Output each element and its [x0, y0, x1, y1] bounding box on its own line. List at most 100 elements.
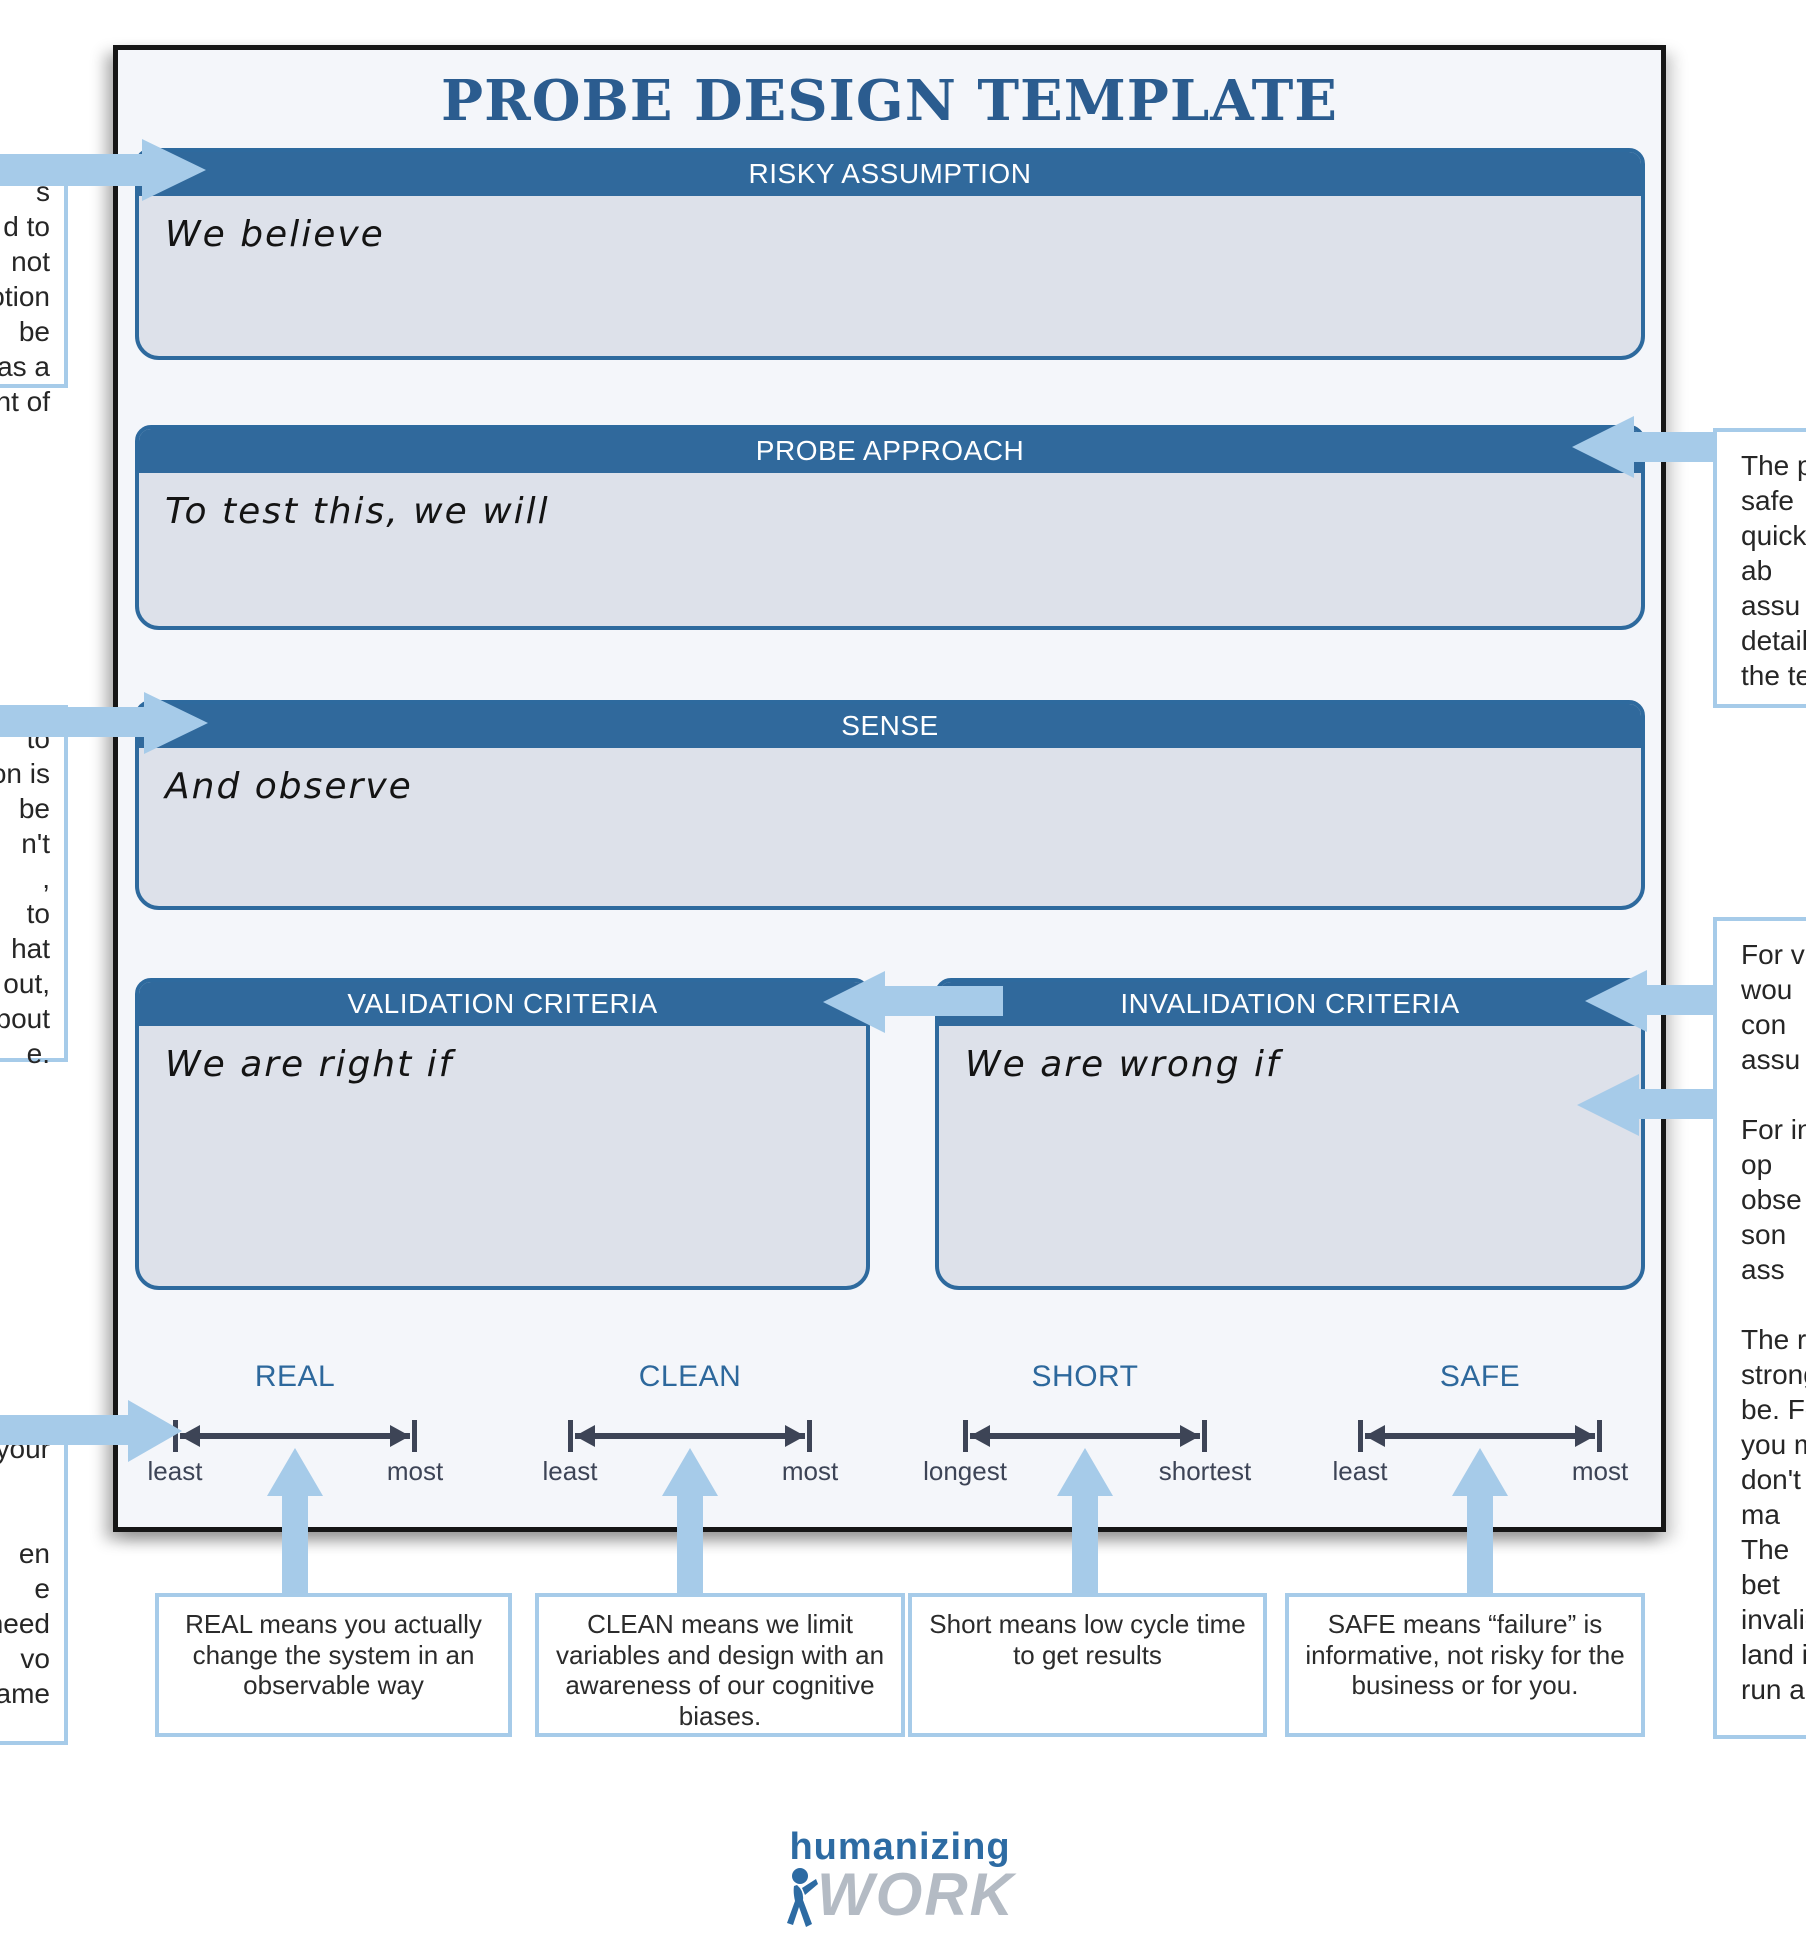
callout-line: you m — [1741, 1429, 1806, 1460]
section-header: INVALIDATION CRITERIA — [939, 982, 1641, 1026]
right-arrowhead-icon — [1575, 1425, 1595, 1447]
scale-short: SHORT longest shortest — [923, 1360, 1251, 1486]
section-invalidation-criteria: INVALIDATION CRITERIA We are wrong if — [935, 978, 1645, 1290]
section-body[interactable]: We are wrong if — [939, 1026, 1641, 1085]
callout-line: be — [18, 316, 50, 347]
section-header: PROBE APPROACH — [139, 429, 1641, 473]
scale-max-label: most — [386, 1456, 444, 1486]
arrow-to-probe-approach — [1634, 432, 1716, 462]
arrow-to-real-scale — [0, 1415, 128, 1445]
section-sense: SENSE And observe — [135, 700, 1645, 910]
callout-line: safe — [1741, 485, 1794, 516]
scale-label: REAL — [254, 1360, 336, 1393]
callout-line — [1741, 1077, 1806, 1112]
section-body[interactable]: To test this, we will — [139, 473, 1641, 532]
right-arrowhead-icon — [1180, 1425, 1200, 1447]
scale-left-tick — [963, 1420, 968, 1452]
section-header: VALIDATION CRITERIA — [139, 982, 866, 1026]
callout-line: out, — [3, 968, 50, 999]
callout-line: d to — [3, 211, 50, 242]
section-probe-approach: PROBE APPROACH To test this, we will — [135, 425, 1645, 630]
scale-left-tick — [1358, 1420, 1363, 1452]
arrow-to-validation — [885, 986, 1003, 1016]
section-body[interactable]: And observe — [139, 748, 1641, 807]
scale-label: CLEAN — [638, 1360, 742, 1393]
section-header: RISKY ASSUMPTION — [139, 152, 1641, 196]
scale-clean: CLEAN least most — [530, 1360, 850, 1486]
scale-min-label: least — [542, 1456, 598, 1486]
callout-line: , — [42, 863, 50, 894]
arrow-to-invalidation-header — [1647, 985, 1717, 1015]
humanizing-work-logo: humanizing WORK — [755, 1826, 1045, 1929]
callout-line: con — [1741, 1009, 1787, 1040]
scale-max-label: most — [1571, 1456, 1629, 1486]
left-arrowhead-icon — [575, 1425, 595, 1447]
up-arrow-real-icon — [267, 1448, 323, 1593]
scale-line[interactable] — [970, 1433, 1200, 1439]
callout-line: For va — [1741, 939, 1806, 970]
section-body[interactable]: We are right if — [139, 1026, 866, 1085]
scale-right-tick — [807, 1420, 812, 1452]
callout-top-left: sd tonototionbeas ant of — [0, 158, 68, 417]
callout-bottom-left: your eneneedvoame — [0, 1415, 68, 1745]
section-validation-criteria: VALIDATION CRITERIA We are right if — [135, 978, 870, 1290]
scale-label: SAFE — [1439, 1360, 1521, 1393]
callout-line: ame — [0, 1678, 50, 1709]
scale-line[interactable] — [180, 1433, 410, 1439]
up-arrow-safe-icon — [1452, 1448, 1508, 1593]
callout-line: on is — [0, 758, 50, 789]
callout-line: n't — [21, 828, 50, 859]
callout-line: bet — [1741, 1569, 1780, 1600]
callout-line: not — [11, 246, 50, 277]
callout-line: en — [18, 1538, 50, 1569]
callout-line: wou — [1741, 974, 1793, 1005]
scale-right-tick — [1202, 1420, 1207, 1452]
left-arrowhead-icon — [970, 1425, 990, 1447]
callout-line: For in — [1741, 1114, 1806, 1145]
scale-right-tick — [1597, 1420, 1602, 1452]
arrow-to-invalidation-header-head-icon — [1585, 970, 1647, 1032]
callout-line: detail — [1741, 625, 1806, 656]
note-short: Short means low cycle time to get result… — [908, 1593, 1267, 1737]
scale-line[interactable] — [1365, 1433, 1595, 1439]
scale-min-label: least — [1332, 1456, 1388, 1486]
section-body[interactable]: We believe — [139, 196, 1641, 255]
callout-line: otion — [0, 281, 50, 312]
callout-line: ma — [1741, 1499, 1780, 1530]
callout-line: be. Fo — [1741, 1394, 1806, 1425]
arrow-to-invalidation-body — [1639, 1089, 1717, 1119]
arrow-to-validation-head-icon — [823, 971, 885, 1033]
arrow-to-probe-approach-head-icon — [1572, 416, 1634, 478]
callout-line — [1741, 1287, 1806, 1322]
callout-line: don't — [1741, 1464, 1801, 1495]
callout-line: The — [1741, 1534, 1790, 1565]
handwritten-prompt: We believe — [165, 214, 385, 255]
callout-top-right: The psafequicklyabassudetailthe te — [1713, 428, 1806, 708]
callout-line: e — [34, 1573, 50, 1604]
section-header: SENSE — [139, 704, 1641, 748]
person-icon — [787, 1868, 819, 1927]
callout-line: land in — [1741, 1639, 1806, 1670]
right-arrowhead-icon — [390, 1425, 410, 1447]
callout-line: vo — [20, 1643, 50, 1674]
callout-line: The r — [1741, 1324, 1806, 1355]
arrow-to-sense-head-icon — [144, 692, 208, 754]
page-title: PROBE DESIGN TEMPLATE — [441, 68, 1338, 134]
callout-line: strong — [1741, 1359, 1806, 1390]
handwritten-prompt: To test this, we will — [165, 491, 550, 532]
callout-line: The p — [1741, 450, 1806, 481]
up-arrow-clean-icon — [662, 1448, 718, 1593]
arrow-to-invalidation-body-head-icon — [1577, 1074, 1639, 1136]
scale-line[interactable] — [575, 1433, 805, 1439]
callout-line: as a — [0, 351, 50, 382]
callout-line: assu — [1741, 1044, 1801, 1075]
callout-line: nt of — [0, 386, 50, 417]
note-real: REAL means you actually change the syste… — [155, 1593, 512, 1737]
callout-line: run a — [1741, 1674, 1805, 1705]
callout-line: the te — [1741, 660, 1806, 691]
scale-safe: SAFE least most — [1320, 1360, 1640, 1486]
up-arrow-short-icon — [1057, 1448, 1113, 1593]
callout-line — [0, 1501, 50, 1536]
